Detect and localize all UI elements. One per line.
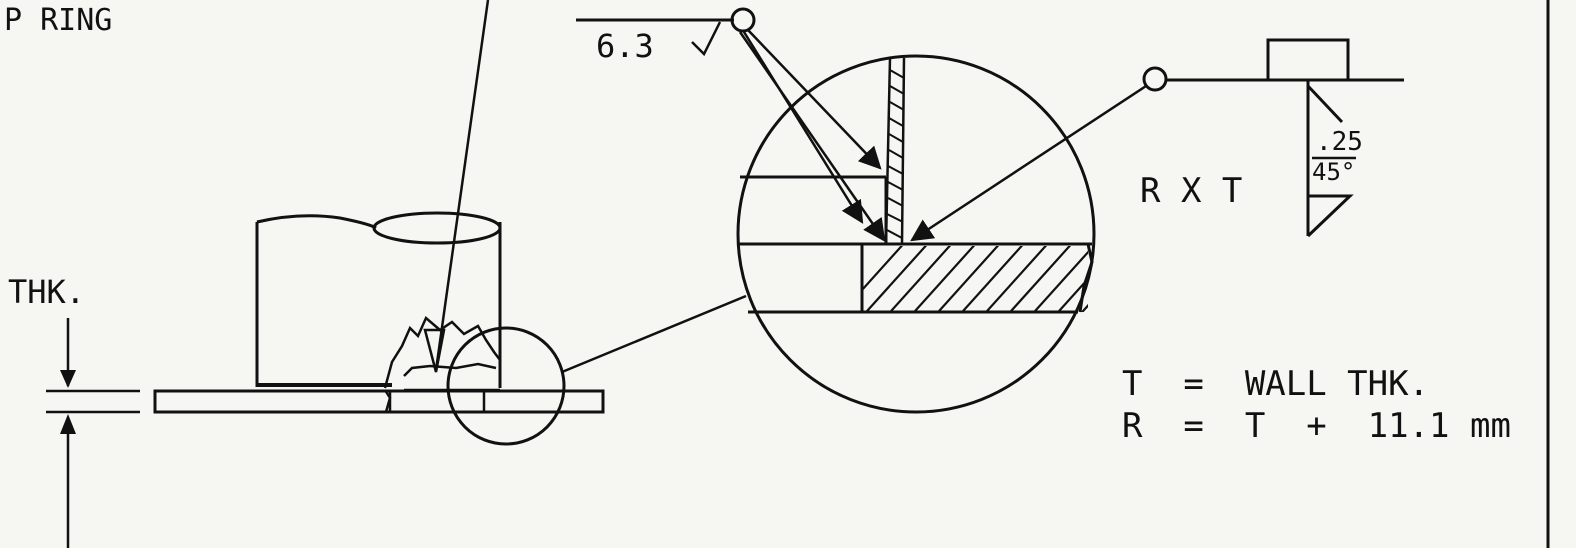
pipe-top-edge xyxy=(256,214,377,230)
detail-connector-line xyxy=(561,294,747,374)
weld-bevel-upper xyxy=(1306,84,1344,124)
pipe-top-opening xyxy=(372,211,502,245)
breakout-ring-top xyxy=(403,362,497,377)
breakout-plate-break xyxy=(383,389,392,413)
ring-leader-line xyxy=(434,0,490,371)
base-plate xyxy=(153,389,605,414)
detail-callout-circle xyxy=(446,326,566,446)
finish-origin-circle xyxy=(730,7,756,33)
finish-check-symbol xyxy=(691,21,722,57)
weld-angle-value: 45° xyxy=(1312,158,1355,186)
weld-fillet-triangle xyxy=(1306,194,1354,238)
finish-arrow-2 xyxy=(742,31,864,224)
note-wall-thickness: T = WALL THK. xyxy=(1122,364,1429,404)
detail-hatch-right-edge xyxy=(1078,243,1094,313)
weld-arrow xyxy=(910,84,1147,242)
weld-size-value: .25 xyxy=(1316,127,1363,157)
detail-wall-right xyxy=(900,57,906,245)
weld-ref-text: R X T xyxy=(1140,171,1242,211)
thk-dim-upper-arrow xyxy=(60,370,76,388)
detail-wall-weld-texture xyxy=(886,69,905,239)
ring-leader-arrowhead xyxy=(423,328,446,373)
thk-label: THK. xyxy=(8,273,85,311)
note-radius: R = T + 11.1 mm xyxy=(1122,406,1511,446)
finish-arrow-3 xyxy=(738,31,886,242)
thk-dim-lower-arrow xyxy=(60,414,76,434)
detail-wall-left xyxy=(884,57,892,245)
finish-arrow-1 xyxy=(747,29,882,170)
ring-label: P RING xyxy=(4,3,112,38)
finish-value: 6.3 xyxy=(596,27,654,65)
magnified-detail-circle xyxy=(736,54,1096,414)
breakout-edge xyxy=(383,315,501,389)
weld-backing-symbol xyxy=(1266,38,1350,82)
weld-origin-circle xyxy=(1142,66,1168,92)
